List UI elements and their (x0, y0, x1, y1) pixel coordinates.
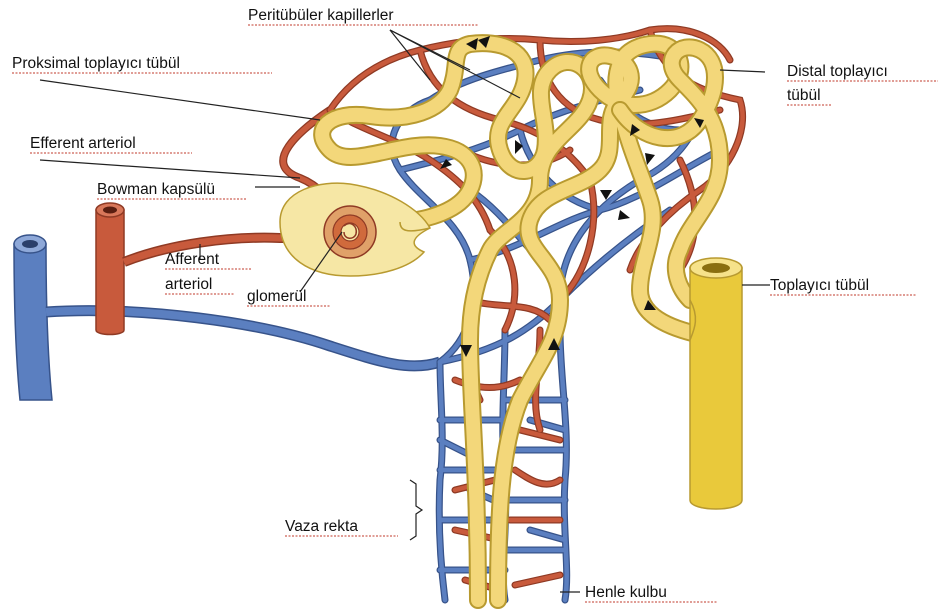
renal-artery (96, 203, 124, 335)
label-loop-of-henle: Henle kulbu (585, 584, 667, 601)
label-distal-tubule-line1: Distal toplayıcı (787, 63, 888, 80)
label-proximal-tubule: Proksimal toplayıcı tübül (12, 55, 180, 72)
label-collecting-duct: Toplayıcı tübül (770, 277, 869, 294)
label-afferent-line2: arteriol (165, 276, 212, 293)
label-distal-tubule-line2: tübül (787, 87, 821, 104)
label-efferent-arteriol: Efferent arteriol (30, 135, 136, 152)
glomerulus (324, 206, 376, 258)
label-bowman-capsule: Bowman kapsülü (97, 181, 215, 198)
label-peritubular-capillaries: Peritübüler kapillerler (248, 7, 394, 24)
label-glomerulus: glomerül (247, 288, 306, 305)
label-afferent-line1: Afferent (165, 251, 220, 268)
collecting-duct (690, 258, 742, 509)
label-vasa-recta: Vaza rekta (285, 518, 358, 535)
